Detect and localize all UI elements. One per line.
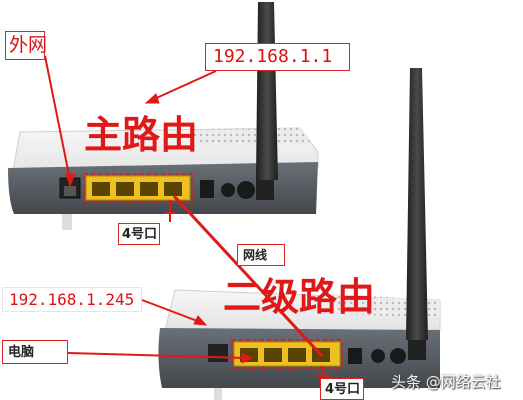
- watermark: 头条 @网络云社: [391, 373, 501, 391]
- sub-router-ip-label: 192.168.1.245: [2, 287, 142, 312]
- pc-label: 电脑: [2, 340, 68, 364]
- main-router-title: 主路由: [84, 113, 199, 157]
- annotation-lines: [44, 55, 330, 383]
- sub-router-port-label: 4号口: [320, 378, 364, 400]
- main-router: [8, 2, 319, 230]
- sub-lan-highlight: [231, 339, 343, 369]
- sub-router: [158, 68, 441, 400]
- main-router-ip-label: 192.168.1.1: [205, 43, 350, 71]
- sub-router-title: 二级路由: [223, 275, 376, 319]
- cable-label: 网线: [237, 244, 285, 266]
- wan-label: 外网: [5, 31, 47, 60]
- main-router-port-label: 4号口: [118, 223, 160, 245]
- main-lan-highlight: [83, 173, 193, 203]
